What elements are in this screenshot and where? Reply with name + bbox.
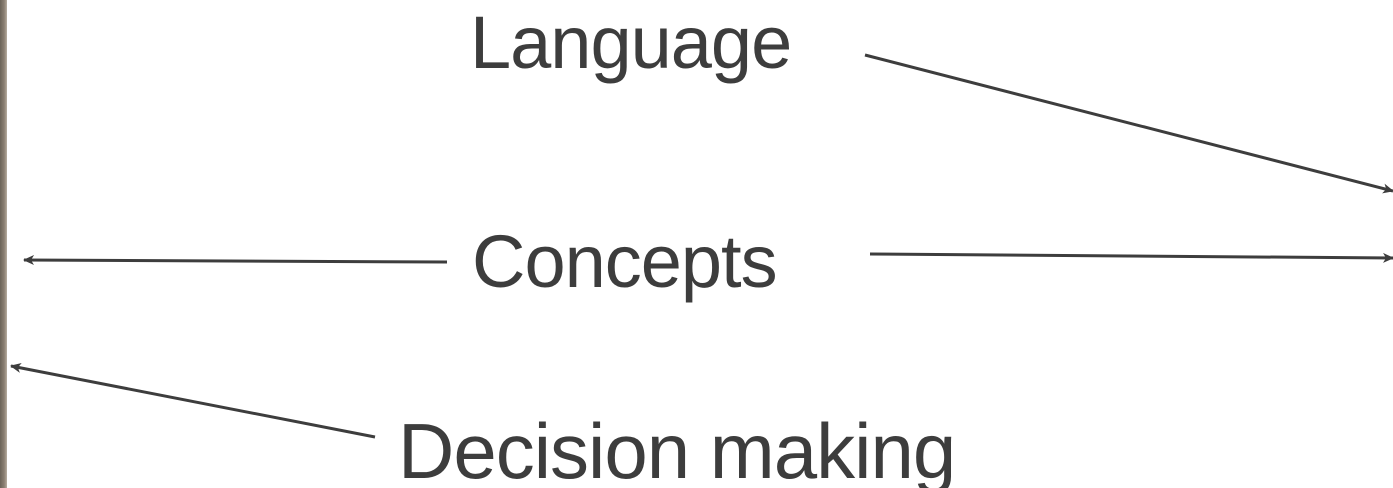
arrow-concepts-right — [869, 252, 1393, 263]
arrow-language-right — [864, 53, 1393, 194]
node-label-concepts: Concepts — [472, 220, 778, 303]
node-label-language: Language — [470, 1, 792, 84]
left-edge-photo-strip — [0, 0, 7, 488]
node-label-decision-making: Decision making — [398, 407, 956, 488]
arrow-decision-left — [10, 363, 376, 439]
arrow-concepts-left — [23, 255, 448, 266]
